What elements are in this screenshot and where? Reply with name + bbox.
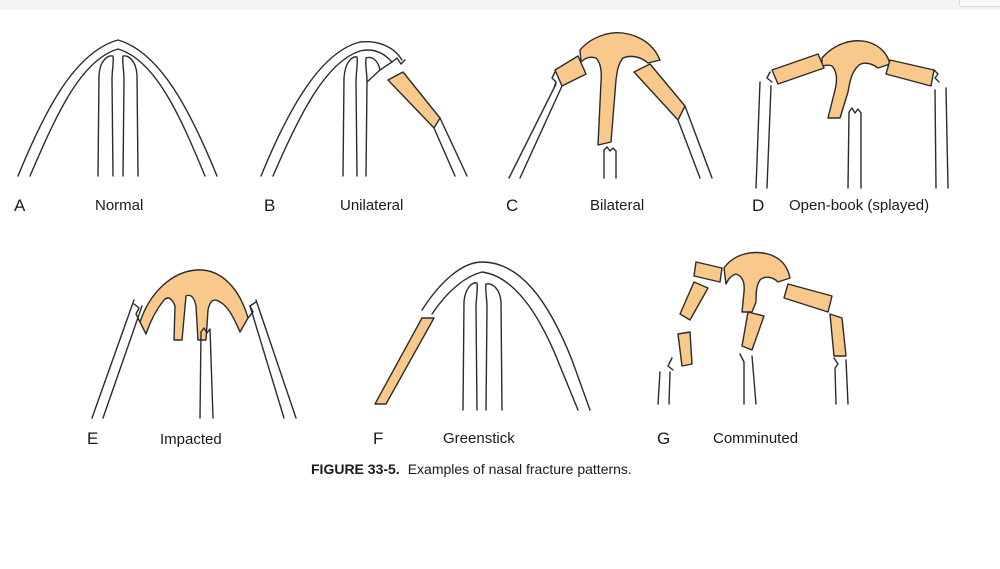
fracture-piece: [771, 53, 825, 85]
fracture-piece: [679, 281, 709, 321]
fracture-piece: [829, 313, 847, 357]
panel-letter-c: C: [506, 196, 519, 215]
diagram-normal: [17, 39, 218, 177]
fracture-piece: [554, 55, 587, 87]
figure-number: FIGURE 33-5.: [311, 461, 400, 477]
fracture-segment: [374, 317, 435, 405]
fracture-piece: [783, 283, 833, 313]
fracture-piece: [633, 63, 686, 121]
fracture-piece: [677, 331, 693, 367]
diagram-unilateral: [260, 41, 468, 177]
diagram-bilateral: [508, 32, 713, 179]
figure-caption-text: Examples of nasal fracture patterns.: [407, 461, 632, 477]
panel-label-unilateral: Unilateral: [340, 197, 404, 214]
fracture-piece: [821, 40, 891, 119]
fracture-segment: [387, 71, 441, 129]
panel-letter-g: G: [657, 429, 671, 448]
panel-label-bilateral: Bilateral: [590, 197, 645, 214]
panel-label-impacted: Impacted: [160, 431, 222, 448]
panel-letter-b: B: [264, 196, 276, 215]
window-top-strip: [0, 0, 1000, 10]
diagram-open-book: [755, 40, 949, 189]
fracture-piece: [723, 251, 791, 313]
panel-letter-d: D: [752, 196, 765, 215]
panel-letter-f: F: [373, 429, 384, 448]
panel-label-greenstick: Greenstick: [443, 430, 515, 447]
panel-label-normal: Normal: [95, 197, 144, 214]
panel-letter-a: A: [14, 196, 26, 215]
panel-label-comminuted: Comminuted: [713, 430, 799, 447]
diagram-greenstick: [374, 261, 591, 411]
window-corner-tab: [959, 0, 1000, 7]
figure-caption: FIGURE 33-5. Examples of nasal fracture p…: [311, 461, 632, 477]
panel-letter-e: E: [87, 429, 99, 448]
fracture-piece: [139, 269, 249, 341]
fracture-piece: [741, 311, 765, 351]
fracture-piece: [693, 261, 723, 283]
diagram-comminuted: [657, 251, 849, 405]
diagram-impacted: [91, 269, 297, 419]
fracture-piece: [579, 32, 661, 146]
fracture-piece: [885, 59, 935, 87]
panel-label-open-book: Open-book (splayed): [789, 197, 930, 214]
